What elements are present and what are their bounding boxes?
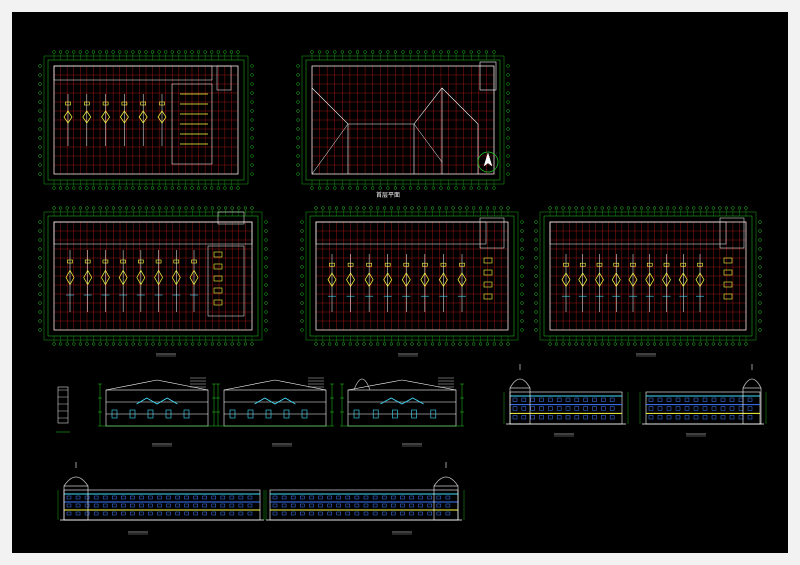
- front-elevation-left[interactable]: [57, 462, 267, 521]
- cad-drawing-canvas[interactable]: 首层平面: [12, 12, 788, 553]
- second-floor-plan-title: 首层平面: [376, 191, 400, 199]
- section-legend[interactable]: [56, 386, 70, 433]
- side-elevation-2[interactable]: [639, 364, 767, 425]
- roof-drainage-plan[interactable]: [38, 50, 254, 190]
- view-title-leaders[interactable]: [128, 353, 706, 535]
- section-2[interactable]: [216, 377, 334, 427]
- third-floor-plan[interactable]: [534, 206, 762, 346]
- section-1[interactable]: [98, 377, 216, 427]
- roof-plan[interactable]: [296, 50, 510, 190]
- side-elevation-1[interactable]: [503, 364, 629, 425]
- front-elevation-right[interactable]: [263, 462, 465, 521]
- cad-viewport[interactable]: 首层平面: [12, 12, 788, 553]
- second-floor-plan[interactable]: [300, 206, 524, 346]
- first-floor-plan[interactable]: [38, 206, 268, 346]
- section-3[interactable]: [340, 377, 464, 427]
